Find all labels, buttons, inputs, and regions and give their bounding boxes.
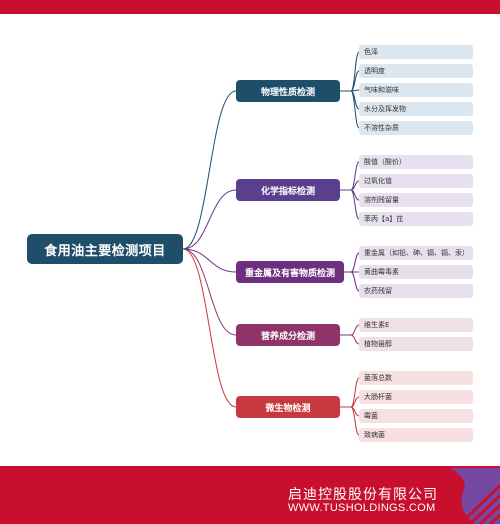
company-name-cn: 启迪控股股份有限公司 [288, 487, 438, 503]
branch-to-leaf-connector [350, 334, 360, 345]
company-logo-icon [446, 468, 500, 524]
leaf-item: 维生素E [359, 318, 473, 332]
leaf-item: 植物甾醇 [359, 337, 473, 351]
footer-band [0, 466, 500, 524]
branch-microbiology: 微生物检测 [236, 396, 340, 418]
leaf-item: 色泽 [359, 45, 473, 59]
top-red-band [0, 0, 500, 14]
root-node: 食用油主要检测项目 [27, 234, 183, 264]
leaf-item: 气味和滋味 [359, 83, 473, 97]
leaf-item: 溶剂残留量 [359, 193, 473, 207]
branch-to-leaf-connector [350, 406, 360, 436]
root-to-branch-connector [182, 248, 237, 408]
leaf-item: 菌落总数 [359, 371, 473, 385]
leaf-item: 大肠杆菌 [359, 390, 473, 404]
branch-to-leaf-connector [350, 377, 360, 408]
company-website-link[interactable]: WWW.TUSHOLDINGS.COM [288, 502, 436, 514]
branch-to-leaf-connector [350, 271, 360, 292]
root-to-branch-connector [182, 248, 237, 336]
leaf-item: 水分及挥发物 [359, 102, 473, 116]
leaf-item: 苯丙【a】芘 [359, 212, 473, 226]
branch-to-leaf-connector [350, 324, 360, 336]
leaf-item: 致病菌 [359, 428, 473, 442]
leaf-item: 过氧化值 [359, 174, 473, 188]
branch-nutrients: 营养成分检测 [236, 324, 340, 346]
leaf-item: 黄曲霉毒素 [359, 265, 473, 279]
branch-heavy-metals: 重金属及有害物质检测 [236, 261, 344, 283]
branch-to-leaf-connector [350, 161, 360, 191]
branch-to-leaf-connector [350, 90, 360, 129]
root-to-branch-connector [182, 90, 237, 250]
leaf-item: 透明度 [359, 64, 473, 78]
branch-to-leaf-connector [350, 70, 360, 92]
branch-to-leaf-connector [350, 189, 360, 220]
root-to-branch-connector [182, 189, 237, 250]
leaf-item: 重金属（如铅、砷、镉、镉、汞） [359, 246, 473, 260]
branch-physical-properties: 物理性质检测 [236, 80, 340, 102]
branch-to-leaf-connector [350, 252, 360, 273]
root-to-branch-connector [182, 248, 237, 273]
leaf-item: 农药残留 [359, 284, 473, 298]
leaf-item: 酸值（酸价） [359, 155, 473, 169]
leaf-item: 霉菌 [359, 409, 473, 423]
leaf-item: 不溶性杂质 [359, 121, 473, 135]
branch-chemical-indicators: 化学指标检测 [236, 179, 340, 201]
